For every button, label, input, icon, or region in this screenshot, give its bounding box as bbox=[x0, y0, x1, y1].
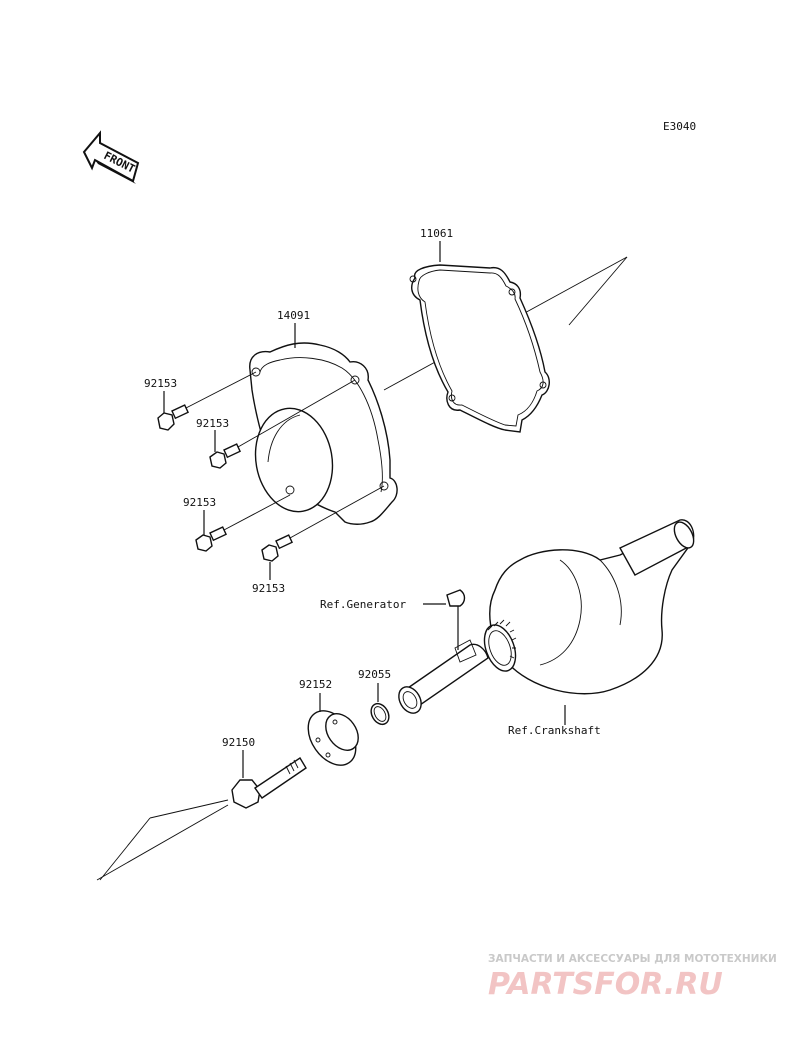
front-arrow-icon: FRONT bbox=[82, 130, 140, 184]
generator-cover-14091 bbox=[249, 342, 398, 525]
diagram-code: E3040 bbox=[663, 120, 696, 133]
label-92152: 92152 bbox=[299, 678, 332, 691]
label-92153-b: 92153 bbox=[196, 417, 229, 430]
label-92150: 92150 bbox=[222, 736, 255, 749]
bolt-92153-a bbox=[157, 371, 257, 431]
bolt-92153-c bbox=[195, 494, 291, 552]
bolt-92153-d bbox=[261, 485, 385, 562]
watermark-logo: ЗАПЧАСТИ И АКСЕССУАРЫ ДЛЯ МОТОТЕХНИКИ PA… bbox=[488, 953, 777, 1002]
generator-key bbox=[446, 589, 466, 607]
ref-crankshaft-label: Ref.Crankshaft bbox=[508, 724, 601, 737]
oring-92055 bbox=[370, 702, 390, 726]
gasket-11061 bbox=[409, 264, 550, 433]
crankshaft bbox=[398, 519, 695, 714]
rotor-bolt-92150 bbox=[231, 757, 307, 809]
ref-generator-label: Ref.Generator bbox=[320, 598, 406, 611]
svg-text:ЗАПЧАСТИ И АКСЕССУАРЫ ДЛЯ МОТО: ЗАПЧАСТИ И АКСЕССУАРЫ ДЛЯ МОТОТЕХНИКИ bbox=[488, 953, 777, 965]
label-92153-d: 92153 bbox=[252, 582, 285, 595]
svg-text:PARTSFOR.RU: PARTSFOR.RU bbox=[488, 967, 723, 1002]
label-92055: 92055 bbox=[358, 668, 391, 681]
washer-92152 bbox=[307, 710, 359, 766]
label-11061: 11061 bbox=[420, 227, 453, 240]
label-14091: 14091 bbox=[277, 309, 310, 322]
bolt-92153-b bbox=[209, 379, 356, 469]
label-92153-a: 92153 bbox=[144, 377, 177, 390]
label-92153-c: 92153 bbox=[183, 496, 216, 509]
